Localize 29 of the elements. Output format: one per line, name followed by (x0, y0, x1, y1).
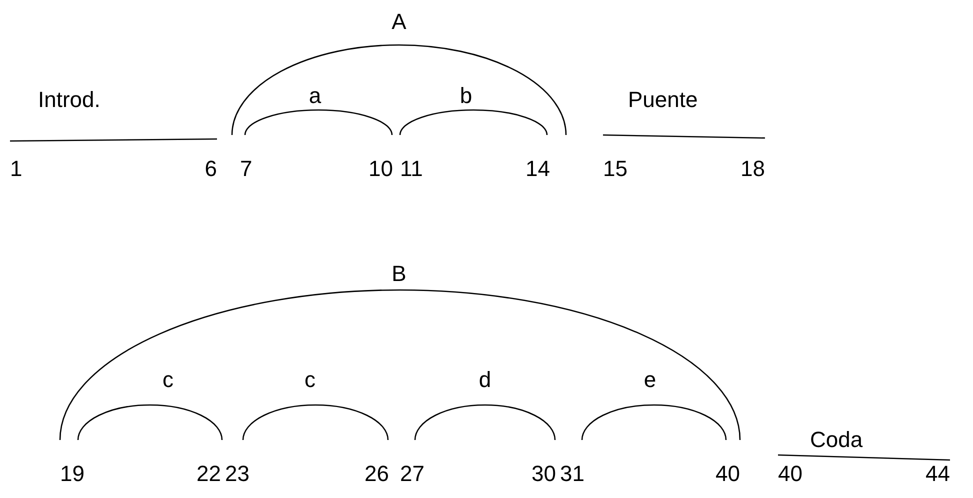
section-label: c (304, 368, 316, 392)
measure-number: 40 (716, 462, 740, 486)
measure-number: 30 (532, 462, 556, 486)
measure-number: 31 (560, 462, 584, 486)
measure-number: 14 (526, 157, 550, 181)
measure-number: 10 (368, 157, 393, 181)
measure-number: 44 (926, 462, 950, 486)
measure-number: 11 (400, 157, 423, 181)
measure-number: 40 (778, 462, 802, 486)
section-label: Puente (628, 88, 698, 112)
section-label: Introd. (38, 88, 100, 112)
measure-number: 18 (740, 157, 765, 181)
section-label: Coda (810, 428, 863, 452)
section-label: B (392, 262, 406, 286)
measure-number: 27 (400, 462, 424, 486)
measure-number: 26 (364, 462, 389, 486)
measure-number: 6 (204, 157, 217, 181)
measure-number: 22 (196, 462, 221, 486)
measure-number: 1 (10, 157, 22, 181)
section-label: c (162, 368, 174, 392)
section-label: e (644, 368, 656, 392)
section-label: A (392, 10, 406, 34)
section-label: b (460, 84, 472, 108)
section-label: d (478, 368, 492, 392)
section-label: a (308, 84, 322, 108)
measure-number: 15 (603, 157, 628, 181)
measure-number: 19 (60, 462, 84, 486)
measure-number: 23 (225, 462, 250, 486)
measure-number: 7 (240, 157, 252, 181)
